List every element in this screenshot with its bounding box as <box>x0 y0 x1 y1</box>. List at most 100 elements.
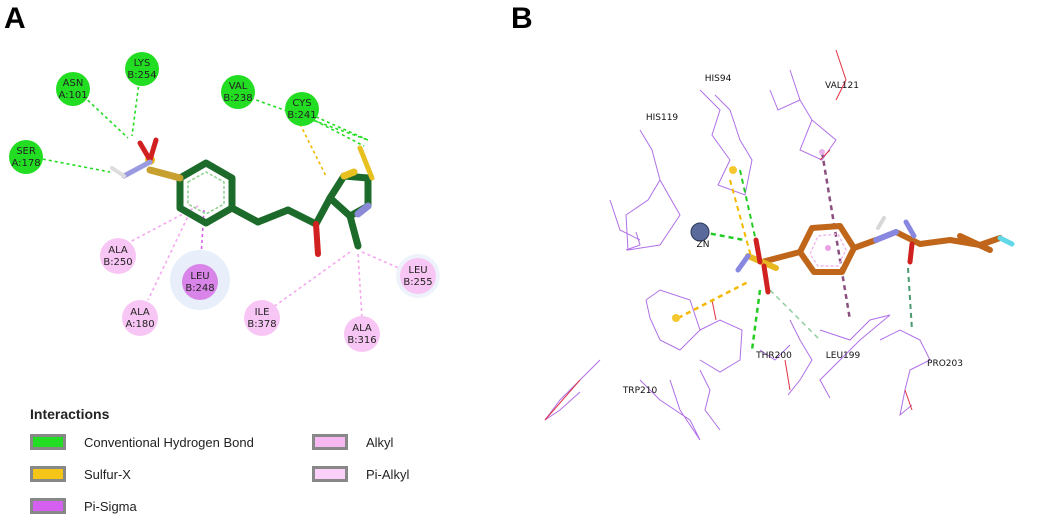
val121-probe <box>819 149 825 155</box>
ligand-b <box>759 223 1003 275</box>
residue-ser178-id: A:178 <box>11 158 40 169</box>
thiazole-s-tail <box>357 145 375 181</box>
residue-leu248-id: B:248 <box>185 283 214 294</box>
legend-title: Interactions <box>30 406 110 422</box>
label-trp210: TRP210 <box>622 386 658 396</box>
legend-item-pi-alkyl: Pi-Alkyl <box>312 466 409 482</box>
residue-asn101: ASN A:101 <box>56 72 90 106</box>
legend-label-pi-sigma: Pi-Sigma <box>84 498 137 514</box>
urea-oxygen <box>907 241 915 265</box>
residue-ile378-name: ILE <box>255 307 270 318</box>
label-his94: HIS94 <box>705 74 732 84</box>
alkyl-ala316 <box>357 253 363 319</box>
sulfonamide-hydrogen <box>110 166 126 178</box>
legend-swatch-pi-alkyl <box>312 466 348 482</box>
sulfur-atom-his94 <box>729 166 737 174</box>
residue-ala250: ALA B:250 <box>100 238 136 274</box>
hbond-cys241-2 <box>309 117 365 147</box>
sulfonamide-nitrogen <box>121 159 153 179</box>
hbond-val238 <box>244 95 369 141</box>
sulfonyl-oxygen-1 <box>147 137 159 163</box>
sulfur-atom-trp210 <box>672 314 680 322</box>
alkyl-ala180 <box>147 211 191 301</box>
urea-nitrogen-2 <box>903 219 917 239</box>
thiazole-sulfur <box>340 168 358 180</box>
legend-item-sulfur-x: Sulfur-X <box>30 466 131 482</box>
residue-cys241-id: B:241 <box>287 110 316 121</box>
label-thr200: THR200 <box>755 351 792 361</box>
label-pro203: PRO203 <box>927 359 963 369</box>
residue-leu248-name: LEU <box>190 271 209 282</box>
legend-item-pi-sigma: Pi-Sigma <box>30 498 137 514</box>
residue-ala316: ALA B:316 <box>344 316 380 352</box>
residue-val238: VAL B:238 <box>221 75 255 109</box>
residue-val238-name: VAL <box>229 81 248 92</box>
residue-ile378: ILE B:378 <box>244 300 280 336</box>
residue-ala180-name: ALA <box>130 307 150 318</box>
alkyl-leu255 <box>361 251 409 273</box>
urea-nitrogen-1 <box>873 229 899 243</box>
legend-label-alkyl: Alkyl <box>366 434 394 450</box>
residue-leu255-id: B:255 <box>403 277 432 288</box>
panel-a-letter: A <box>4 2 26 35</box>
urea-hydrogen <box>876 216 886 230</box>
legend-label-sulfur-x: Sulfur-X <box>84 466 131 482</box>
sulfonyl-oxygen-2 <box>137 140 153 163</box>
pisigma-leu248 <box>199 209 205 273</box>
residue-leu248: LEU B:248 <box>182 264 218 300</box>
zinc-atom <box>690 222 710 242</box>
panel-a-diagram: ASN A:101 LYS B:254 SER A:178 VAL B:238 … <box>9 52 440 352</box>
label-his119: HIS119 <box>646 113 679 123</box>
legend-label-pi-alkyl: Pi-Alkyl <box>366 466 410 482</box>
panel-b-interactions <box>677 151 913 351</box>
legend-label-hbond: Conventional Hydrogen Bond <box>84 434 254 450</box>
protein-wireframe <box>544 69 931 441</box>
residue-asn101-id: A:101 <box>58 90 87 101</box>
ring-aromatic-marker <box>187 171 225 215</box>
fluorine-atom <box>997 235 1015 247</box>
sulfur-x-cys241 <box>299 123 327 177</box>
residue-leu255: LEU B:255 <box>400 258 436 294</box>
label-zn: ZN <box>697 240 710 250</box>
sulfonyl-oxygen-b2 <box>761 263 771 295</box>
label-leu199: LEU199 <box>826 351 861 361</box>
alkyl-ile378 <box>271 251 351 309</box>
legend-item-hbond: Conventional Hydrogen Bond <box>30 434 254 450</box>
panel-b-letter: B <box>511 2 533 35</box>
residue-cys241: CYS B:241 <box>285 92 319 126</box>
residue-val238-id: B:238 <box>223 93 252 104</box>
panel-b-ring-marker <box>809 233 847 267</box>
hbond-asn101 <box>78 91 129 139</box>
legend-swatch-pi-sigma <box>30 498 66 514</box>
sulfonamide-nitrogen-b <box>735 253 751 273</box>
residue-ala316-name: ALA <box>352 323 372 334</box>
residue-ala250-name: ALA <box>108 245 128 256</box>
residue-ile378-id: B:378 <box>247 319 276 330</box>
hbond-ser178 <box>36 157 111 173</box>
residue-ser178: SER A:178 <box>9 140 43 174</box>
legend-item-alkyl: Alkyl <box>312 434 393 450</box>
residue-lys254: LYS B:254 <box>125 52 159 86</box>
sulfonyl-oxygen-b1 <box>753 237 763 265</box>
panel-b-diagram: HIS94 HIS119 VAL121 ZN THR200 LEU199 PRO… <box>544 49 1015 441</box>
residue-ala316-id: B:316 <box>347 335 376 346</box>
residue-ala250-id: B:250 <box>103 257 132 268</box>
residue-asn101-name: ASN <box>63 78 84 89</box>
thiazole-nitrogen <box>354 202 372 218</box>
residue-lys254-id: B:254 <box>127 70 156 81</box>
residue-lys254-name: LYS <box>134 58 151 69</box>
legend-swatch-sulfur-x <box>30 466 66 482</box>
residue-ala180: ALA A:180 <box>122 300 158 336</box>
label-val121: VAL121 <box>825 81 859 91</box>
residue-ala180-id: A:180 <box>125 319 154 330</box>
protein-oxygen-accents <box>544 49 913 421</box>
legend: Interactions Conventional Hydrogen Bond … <box>22 404 502 524</box>
residue-leu255-name: LEU <box>408 265 427 276</box>
residue-ser178-name: SER <box>16 146 36 157</box>
legend-swatch-hbond <box>30 434 66 450</box>
panel-b-ring-center <box>825 245 831 251</box>
residue-cys241-name: CYS <box>292 98 311 109</box>
hbond-lys254 <box>131 74 141 137</box>
ligand-a <box>146 159 372 257</box>
